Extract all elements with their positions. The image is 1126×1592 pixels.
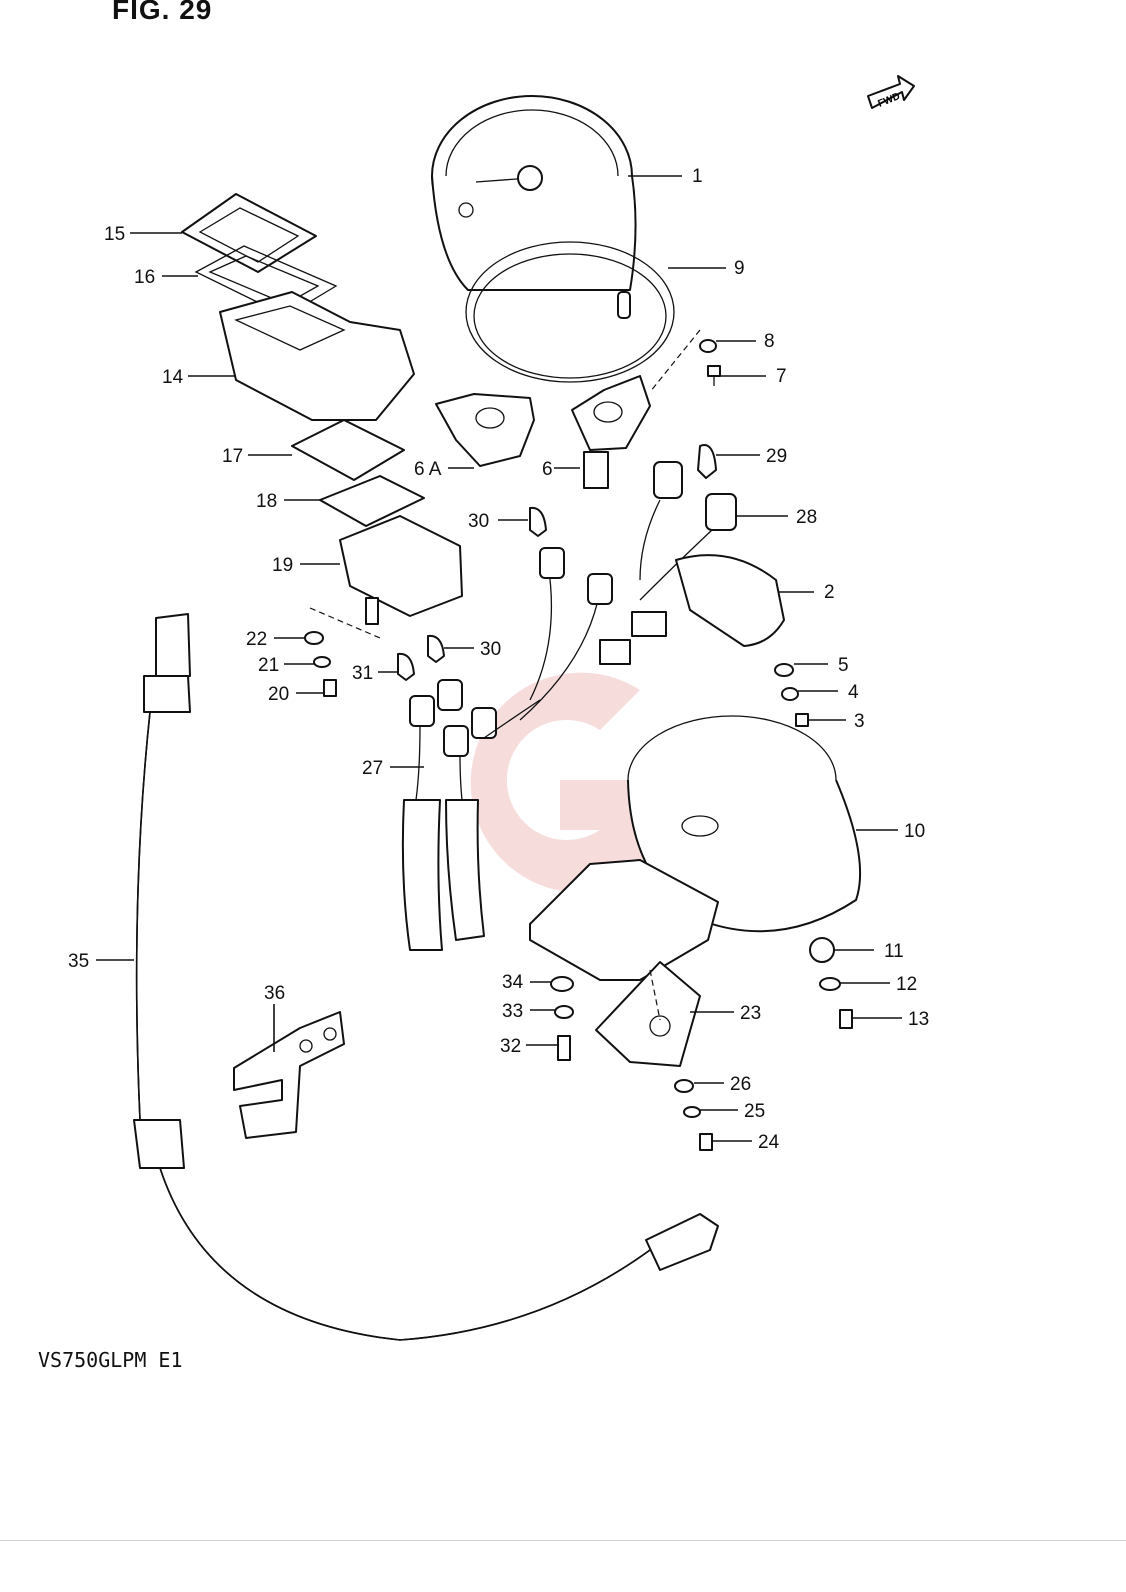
page-divider	[0, 1540, 1126, 1541]
nut-part-33	[554, 1005, 574, 1019]
screw-part-7	[707, 365, 721, 386]
indicator-lens-part-18	[319, 475, 425, 527]
screw-part-3	[795, 713, 809, 727]
callout-35: 35	[68, 951, 89, 972]
gear-box-part-6	[571, 375, 651, 489]
callout-30-lower: 30	[480, 639, 501, 660]
speedometer-cable-part-35	[133, 613, 719, 1341]
callout-24: 24	[758, 1132, 780, 1153]
callout-6: 6	[542, 459, 553, 480]
callout-34: 34	[502, 972, 524, 993]
callout-30-upper: 30	[468, 511, 489, 532]
callout-26: 26	[730, 1074, 751, 1095]
cushion-part-34	[550, 976, 574, 992]
socket-part-28	[639, 461, 737, 601]
lens-part-15	[181, 193, 317, 273]
bulb-part-30b	[427, 634, 445, 663]
speedometer-part-1	[431, 95, 637, 319]
callout-28: 28	[796, 507, 817, 528]
harness-part-2	[599, 554, 785, 665]
callout-11: 11	[884, 941, 904, 962]
callout-3: 3	[854, 711, 865, 732]
grommet-part-11	[809, 937, 835, 963]
callout-36: 36	[264, 983, 285, 1004]
callout-18: 18	[256, 491, 277, 512]
callout-labels: 1 9 8 7 15 16 14 17 6 A 6 29 18 30 28 19…	[68, 166, 929, 1153]
callout-19: 19	[272, 555, 293, 576]
leader-lines	[96, 175, 902, 1142]
callout-20: 20	[268, 684, 289, 705]
callout-1: 1	[692, 166, 703, 187]
callout-17: 17	[222, 446, 243, 467]
callout-16: 16	[134, 267, 155, 288]
nut-part-21	[313, 656, 331, 668]
washer-part-4	[781, 687, 799, 701]
callout-7: 7	[776, 366, 787, 387]
callout-32: 32	[500, 1036, 521, 1057]
nut-part-8	[699, 339, 717, 353]
callout-10: 10	[904, 821, 925, 842]
washer-part-12	[819, 977, 841, 991]
callout-25: 25	[744, 1101, 765, 1122]
callout-4: 4	[848, 682, 859, 703]
callout-9: 9	[734, 258, 745, 279]
callout-29: 29	[766, 446, 787, 467]
callout-33: 33	[502, 1001, 523, 1022]
callout-8: 8	[764, 331, 775, 352]
gear-box-part-6a	[435, 393, 535, 467]
indicator-board-part-17	[291, 419, 405, 481]
bulb-part-30a	[529, 506, 547, 537]
callout-14: 14	[162, 367, 184, 388]
bracket-part-23	[529, 859, 719, 1067]
callout-12: 12	[896, 974, 917, 995]
callout-31: 31	[352, 663, 373, 684]
nut-part-25	[683, 1106, 701, 1118]
model-code: VS750GLPM E1	[38, 1348, 183, 1372]
figure-title: FIG. 29	[112, 0, 213, 25]
screw-part-24	[699, 1133, 713, 1151]
fwd-arrow-icon: FWD	[867, 75, 915, 110]
callout-23: 23	[740, 1003, 761, 1024]
wire-harness-part-27	[401, 547, 613, 951]
callout-15: 15	[104, 224, 125, 245]
bolt-part-32	[557, 1035, 571, 1061]
callout-27: 27	[362, 758, 383, 779]
bulb-part-29	[697, 444, 717, 479]
callout-6a: 6 A	[414, 459, 442, 480]
screw-part-13	[839, 1009, 853, 1029]
indicator-housing-part-19	[339, 515, 463, 625]
callout-13: 13	[908, 1009, 929, 1030]
cushion-part-22	[304, 631, 324, 645]
cushion-part-26	[674, 1079, 694, 1093]
callout-5: 5	[838, 655, 849, 676]
callout-2: 2	[824, 582, 835, 603]
nut-part-5	[774, 663, 794, 677]
callout-21: 21	[258, 655, 279, 676]
callout-22: 22	[246, 629, 267, 650]
indicator-case-part-14	[219, 291, 415, 421]
bulb-part-31	[397, 652, 415, 681]
screw-part-20	[323, 679, 337, 697]
clamp-part-36	[233, 1011, 345, 1139]
watermark-logo	[470, 672, 680, 893]
rubber-ring-part-9	[465, 241, 675, 383]
